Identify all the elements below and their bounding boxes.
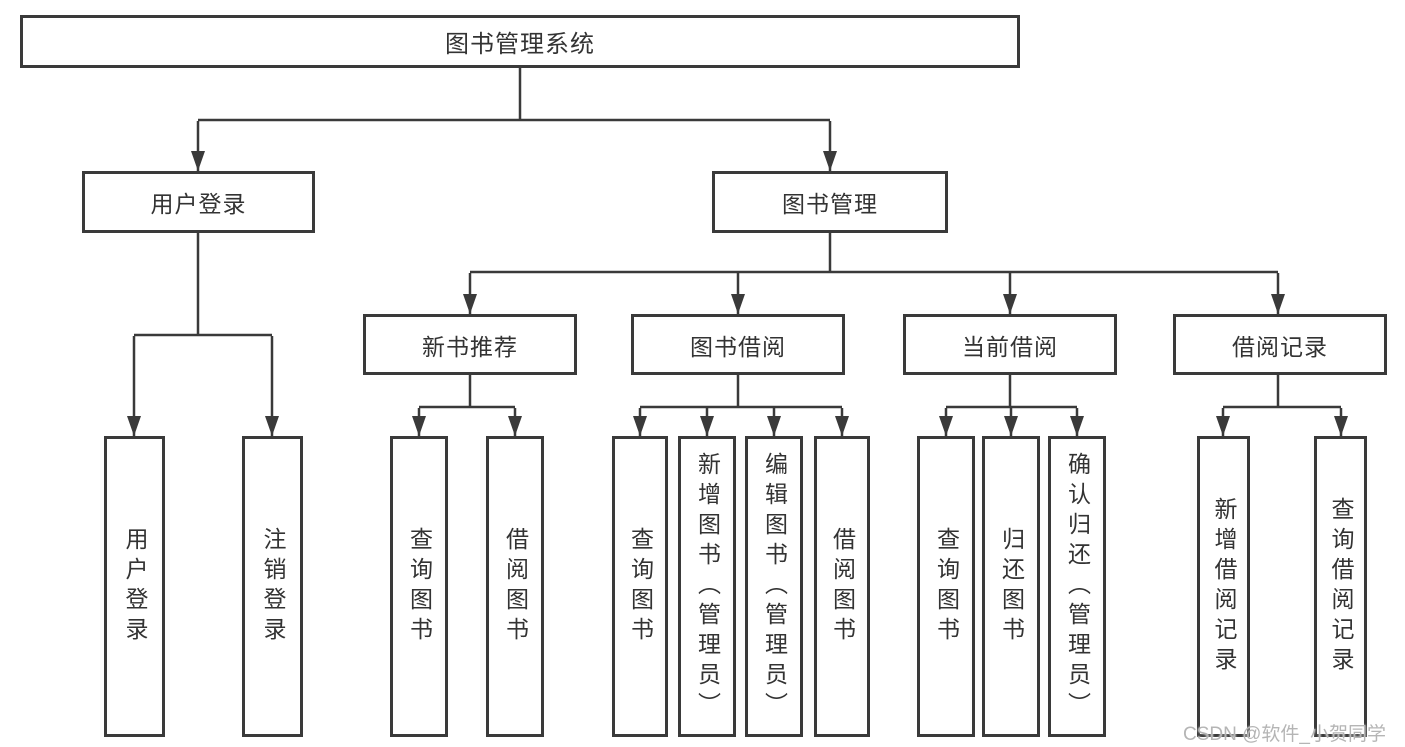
leaf-logout: 注销登录 (242, 436, 303, 737)
node-label: 图书借阅 (690, 333, 786, 360)
leaf-label: 编辑图书（管理员） (761, 451, 788, 722)
leaf-label: 新增借阅记录 (1211, 496, 1237, 677)
root-node-label: 图书管理系统 (445, 31, 595, 58)
leaf-label: 查询图书 (627, 526, 654, 647)
leaf-query-borrow-record: 查询借阅记录 (1314, 436, 1367, 737)
node-label: 图书管理 (782, 191, 878, 217)
node-label: 用户登录 (150, 191, 247, 217)
leaf-label: 查询借阅记录 (1328, 496, 1354, 677)
leaf-label: 借阅图书 (502, 526, 529, 647)
leaf-label: 查询图书 (933, 526, 960, 647)
leaf-label: 借阅图书 (829, 526, 856, 647)
leaf-label: 新增图书（管理员） (694, 451, 721, 722)
node-label: 当前借阅 (962, 333, 1058, 360)
leaf-label: 查询图书 (406, 526, 433, 647)
leaf-query-books-borrowing: 查询图书 (612, 436, 668, 737)
node-label: 借阅记录 (1232, 333, 1328, 360)
node-current-borrowing: 当前借阅 (903, 314, 1117, 375)
leaf-label: 确认归还（管理员） (1064, 451, 1091, 722)
node-borrowing-records: 借阅记录 (1173, 314, 1387, 375)
leaf-add-books-admin: 新增图书（管理员） (678, 436, 736, 737)
node-user-login: 用户登录 (82, 171, 315, 233)
leaf-confirm-return-admin: 确认归还（管理员） (1048, 436, 1106, 737)
leaf-borrow-books-borrowing: 借阅图书 (814, 436, 870, 737)
watermark: CSDN @软件_小贺同学 (1183, 724, 1386, 745)
node-label: 新书推荐 (422, 333, 518, 360)
node-book-management: 图书管理 (712, 171, 948, 233)
leaf-query-books-current: 查询图书 (917, 436, 975, 737)
node-book-borrowing: 图书借阅 (631, 314, 845, 375)
leaf-add-borrow-record: 新增借阅记录 (1197, 436, 1250, 737)
leaf-borrow-books-recommend: 借阅图书 (486, 436, 544, 737)
leaf-label: 用户登录 (122, 526, 148, 647)
leaf-edit-books-admin: 编辑图书（管理员） (745, 436, 803, 737)
leaf-return-books: 归还图书 (982, 436, 1040, 737)
node-new-book-recommendation: 新书推荐 (363, 314, 577, 375)
leaf-label: 归还图书 (998, 526, 1025, 647)
root-node: 图书管理系统 (20, 15, 1020, 68)
leaf-query-books-recommend: 查询图书 (390, 436, 448, 737)
leaf-label: 注销登录 (260, 526, 286, 647)
leaf-user-login: 用户登录 (104, 436, 165, 737)
